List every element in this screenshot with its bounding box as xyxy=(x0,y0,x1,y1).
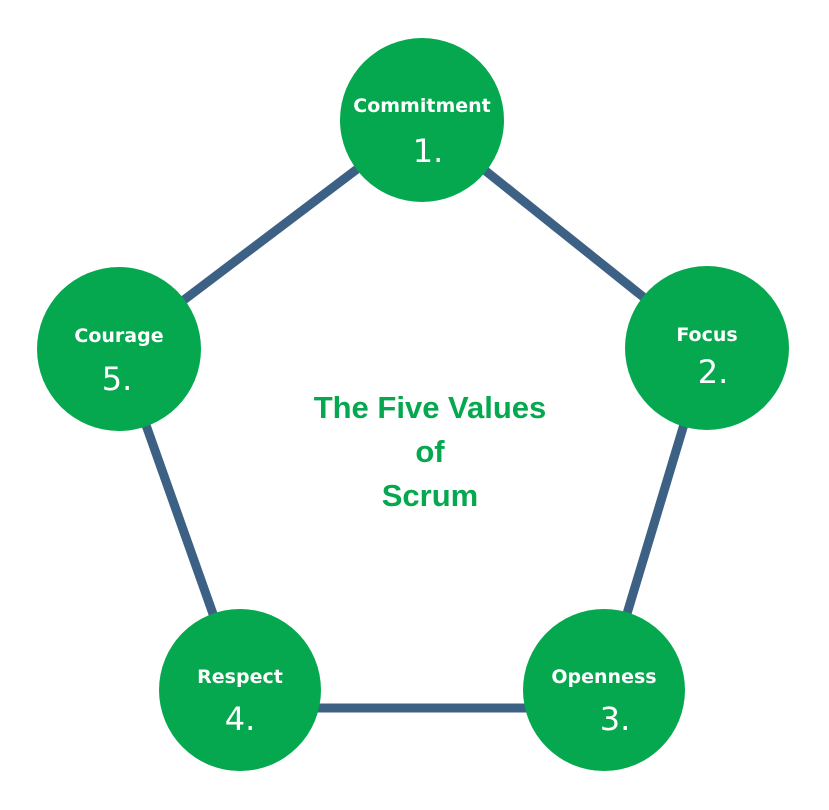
title-line: of xyxy=(415,434,445,469)
node-number: 3. xyxy=(600,700,631,738)
node-number: 1. xyxy=(413,132,444,170)
node-label: Commitment xyxy=(353,95,490,117)
title-line: Scrum xyxy=(381,478,479,513)
node-circle xyxy=(523,609,685,771)
title-line: The Five Values xyxy=(313,390,547,425)
node-commitment: Commitment 1. xyxy=(340,38,504,202)
node-respect: Respect 4. xyxy=(159,609,321,771)
node-label: Focus xyxy=(676,324,737,346)
node-number: 5. xyxy=(102,360,133,398)
node-number: 4. xyxy=(225,700,256,738)
diagram-title: The Five Values of Scrum xyxy=(280,386,580,518)
node-circle xyxy=(340,38,504,202)
node-focus: Focus 2. xyxy=(625,266,789,430)
node-label: Courage xyxy=(74,325,163,347)
node-circle xyxy=(159,609,321,771)
node-circle xyxy=(37,267,201,431)
node-label: Openness xyxy=(551,666,656,688)
node-openness: Openness 3. xyxy=(523,609,685,771)
node-label: Respect xyxy=(197,666,283,688)
node-circle xyxy=(625,266,789,430)
node-number: 2. xyxy=(698,353,729,391)
node-courage: Courage 5. xyxy=(37,267,201,431)
